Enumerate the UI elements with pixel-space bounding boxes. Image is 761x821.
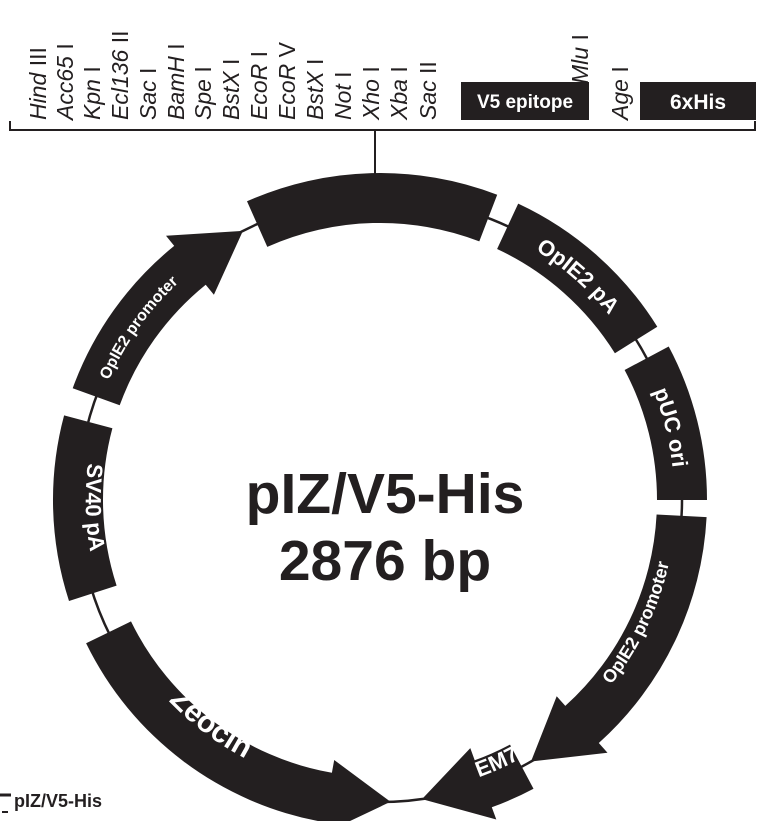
feature-puc-ori bbox=[624, 346, 707, 500]
feature-opie2-pa bbox=[497, 203, 658, 354]
site-kpni: Kpn I bbox=[79, 66, 105, 120]
tag-v5-epitope-box bbox=[461, 82, 589, 120]
feature-opie2-promoter-right bbox=[531, 514, 707, 762]
site-agei: Age I bbox=[607, 66, 633, 122]
site-bamhi: BamH I bbox=[163, 43, 189, 120]
feature-opie2-promoter-left bbox=[72, 230, 243, 406]
tag-6xhis-label: 6xHis bbox=[670, 91, 726, 114]
site-bstxi-1: BstX I bbox=[218, 59, 244, 120]
corner-caption: pIZ/V5-His bbox=[14, 791, 102, 811]
tag-6xhis-box bbox=[640, 82, 756, 120]
tag-v5-epitope: V5 epitope bbox=[461, 82, 589, 120]
plasmid-name: pIZ/V5-His bbox=[246, 462, 525, 526]
plasmid-size: 2876 bp bbox=[279, 529, 491, 593]
site-xbai: Xba I bbox=[386, 66, 412, 121]
feature-em7 bbox=[422, 744, 534, 820]
feature-mcs-block bbox=[247, 173, 498, 247]
label-sv40-pa: SV40 pA bbox=[81, 463, 110, 553]
site-bstxi-2: BstX I bbox=[302, 59, 328, 120]
mcs-site-labels: Hind III Acc65 I Kpn I Ecl136 II Sac I B… bbox=[25, 31, 633, 123]
site-sacii: Sac II bbox=[415, 61, 441, 120]
site-saci: Sac I bbox=[135, 68, 161, 120]
tag-6xhis: 6xHis bbox=[640, 82, 756, 120]
site-mlui: Mlu I bbox=[567, 34, 593, 84]
site-noti: Not I bbox=[330, 71, 356, 120]
site-acc65i: Acc65 I bbox=[52, 43, 78, 122]
site-ecori: EcoR I bbox=[246, 51, 272, 120]
feature-sv40-pa bbox=[52, 415, 117, 601]
tag-v5-epitope-label: V5 epitope bbox=[477, 92, 573, 113]
site-ecorv: EcoR V bbox=[274, 41, 300, 120]
site-xhoi: Xho I bbox=[358, 66, 384, 121]
site-ecl136ii: Ecl136 II bbox=[107, 31, 133, 121]
site-hindiii: Hind III bbox=[25, 47, 51, 120]
feature-zeocin bbox=[86, 621, 391, 821]
site-spei: Spe I bbox=[190, 66, 216, 120]
